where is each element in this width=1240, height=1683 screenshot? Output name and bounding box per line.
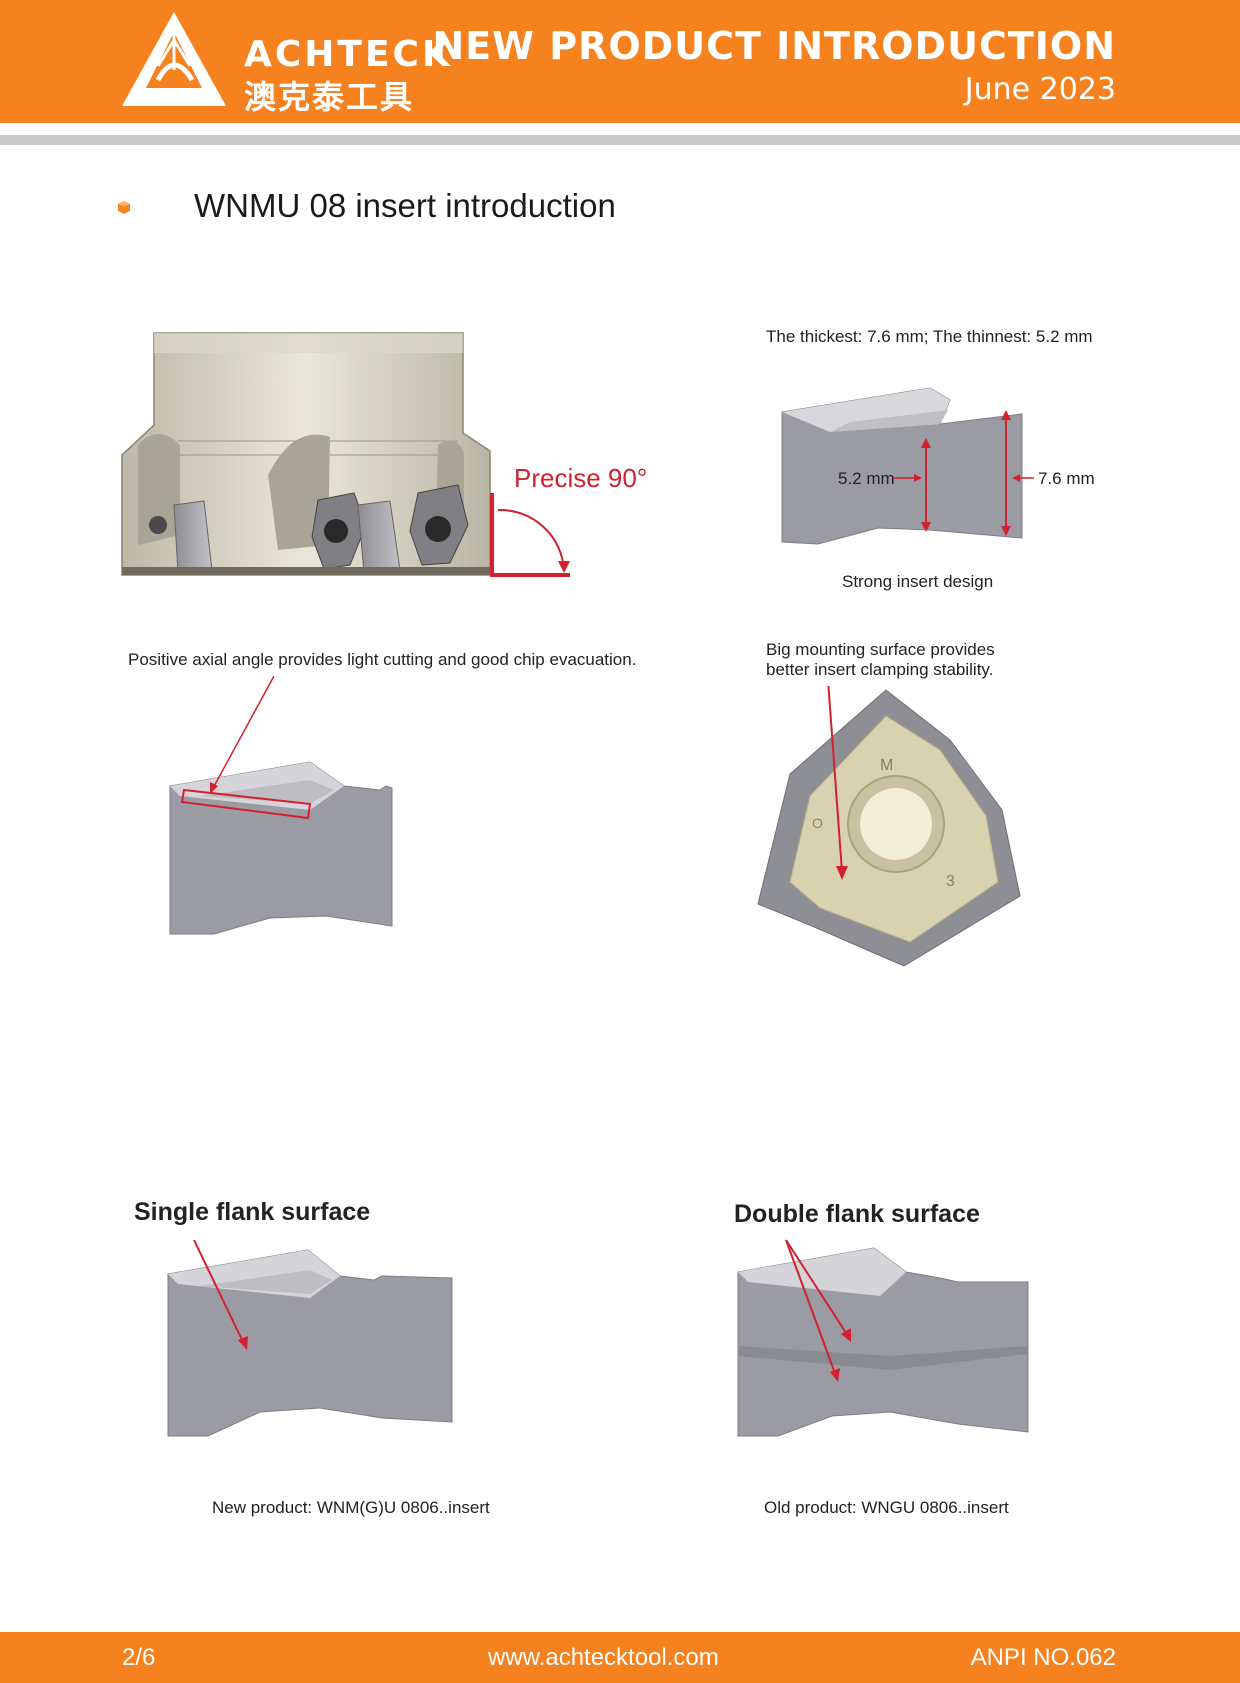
single-flank-figure xyxy=(167,1239,453,1437)
insert-side-figure: 5.2 mm 7.6 mm xyxy=(781,387,1095,545)
precise-90-label: Precise 90° xyxy=(514,463,647,493)
axial-angle-caption: Positive axial angle provides light cutt… xyxy=(128,650,637,669)
double-flank-figure xyxy=(737,1239,1029,1437)
page-title: WNMU 08 insert introduction xyxy=(194,187,616,224)
thickness-caption: The thickest: 7.6 mm; The thinnest: 5.2 … xyxy=(766,327,1093,346)
old-product-caption: Old product: WNGU 0806..insert xyxy=(764,1498,1009,1517)
header-title: NEW PRODUCT INTRODUCTION xyxy=(432,24,1116,68)
milling-cutter-figure: Precise 90° xyxy=(121,332,647,577)
brand-name-cn: 澳克泰工具 xyxy=(244,78,415,116)
header-date: June 2023 xyxy=(964,72,1116,107)
mounting-caption-line2: better insert clamping stability. xyxy=(766,660,994,679)
single-flank-title: Single flank surface xyxy=(134,1198,371,1226)
svg-text:3: 3 xyxy=(946,873,955,890)
axial-insert-figure xyxy=(169,675,393,935)
strong-insert-caption: Strong insert design xyxy=(842,572,994,591)
dim-thin-label: 5.2 mm xyxy=(838,469,895,488)
double-flank-title: Double flank surface xyxy=(734,1200,980,1228)
footer-url-link[interactable]: www.achtecktool.com xyxy=(488,1644,719,1671)
bullet-icon xyxy=(118,201,130,214)
mounting-surface-figure: M 3 O xyxy=(757,686,1021,967)
footer-bar xyxy=(0,1632,1240,1683)
brand-name-en: ACHTECK xyxy=(244,34,453,75)
svg-text:M: M xyxy=(880,757,893,774)
footer-doc-code: ANPI NO.062 xyxy=(970,1644,1116,1671)
page-number: 2/6 xyxy=(122,1644,156,1671)
new-product-caption: New product: WNM(G)U 0806..insert xyxy=(212,1498,490,1517)
header-divider xyxy=(0,135,1240,145)
dim-thick-label: 7.6 mm xyxy=(1038,469,1095,488)
mounting-caption-line1: Big mounting surface provides xyxy=(766,640,995,659)
svg-text:O: O xyxy=(812,815,823,831)
brand-logo-icon xyxy=(122,12,226,106)
